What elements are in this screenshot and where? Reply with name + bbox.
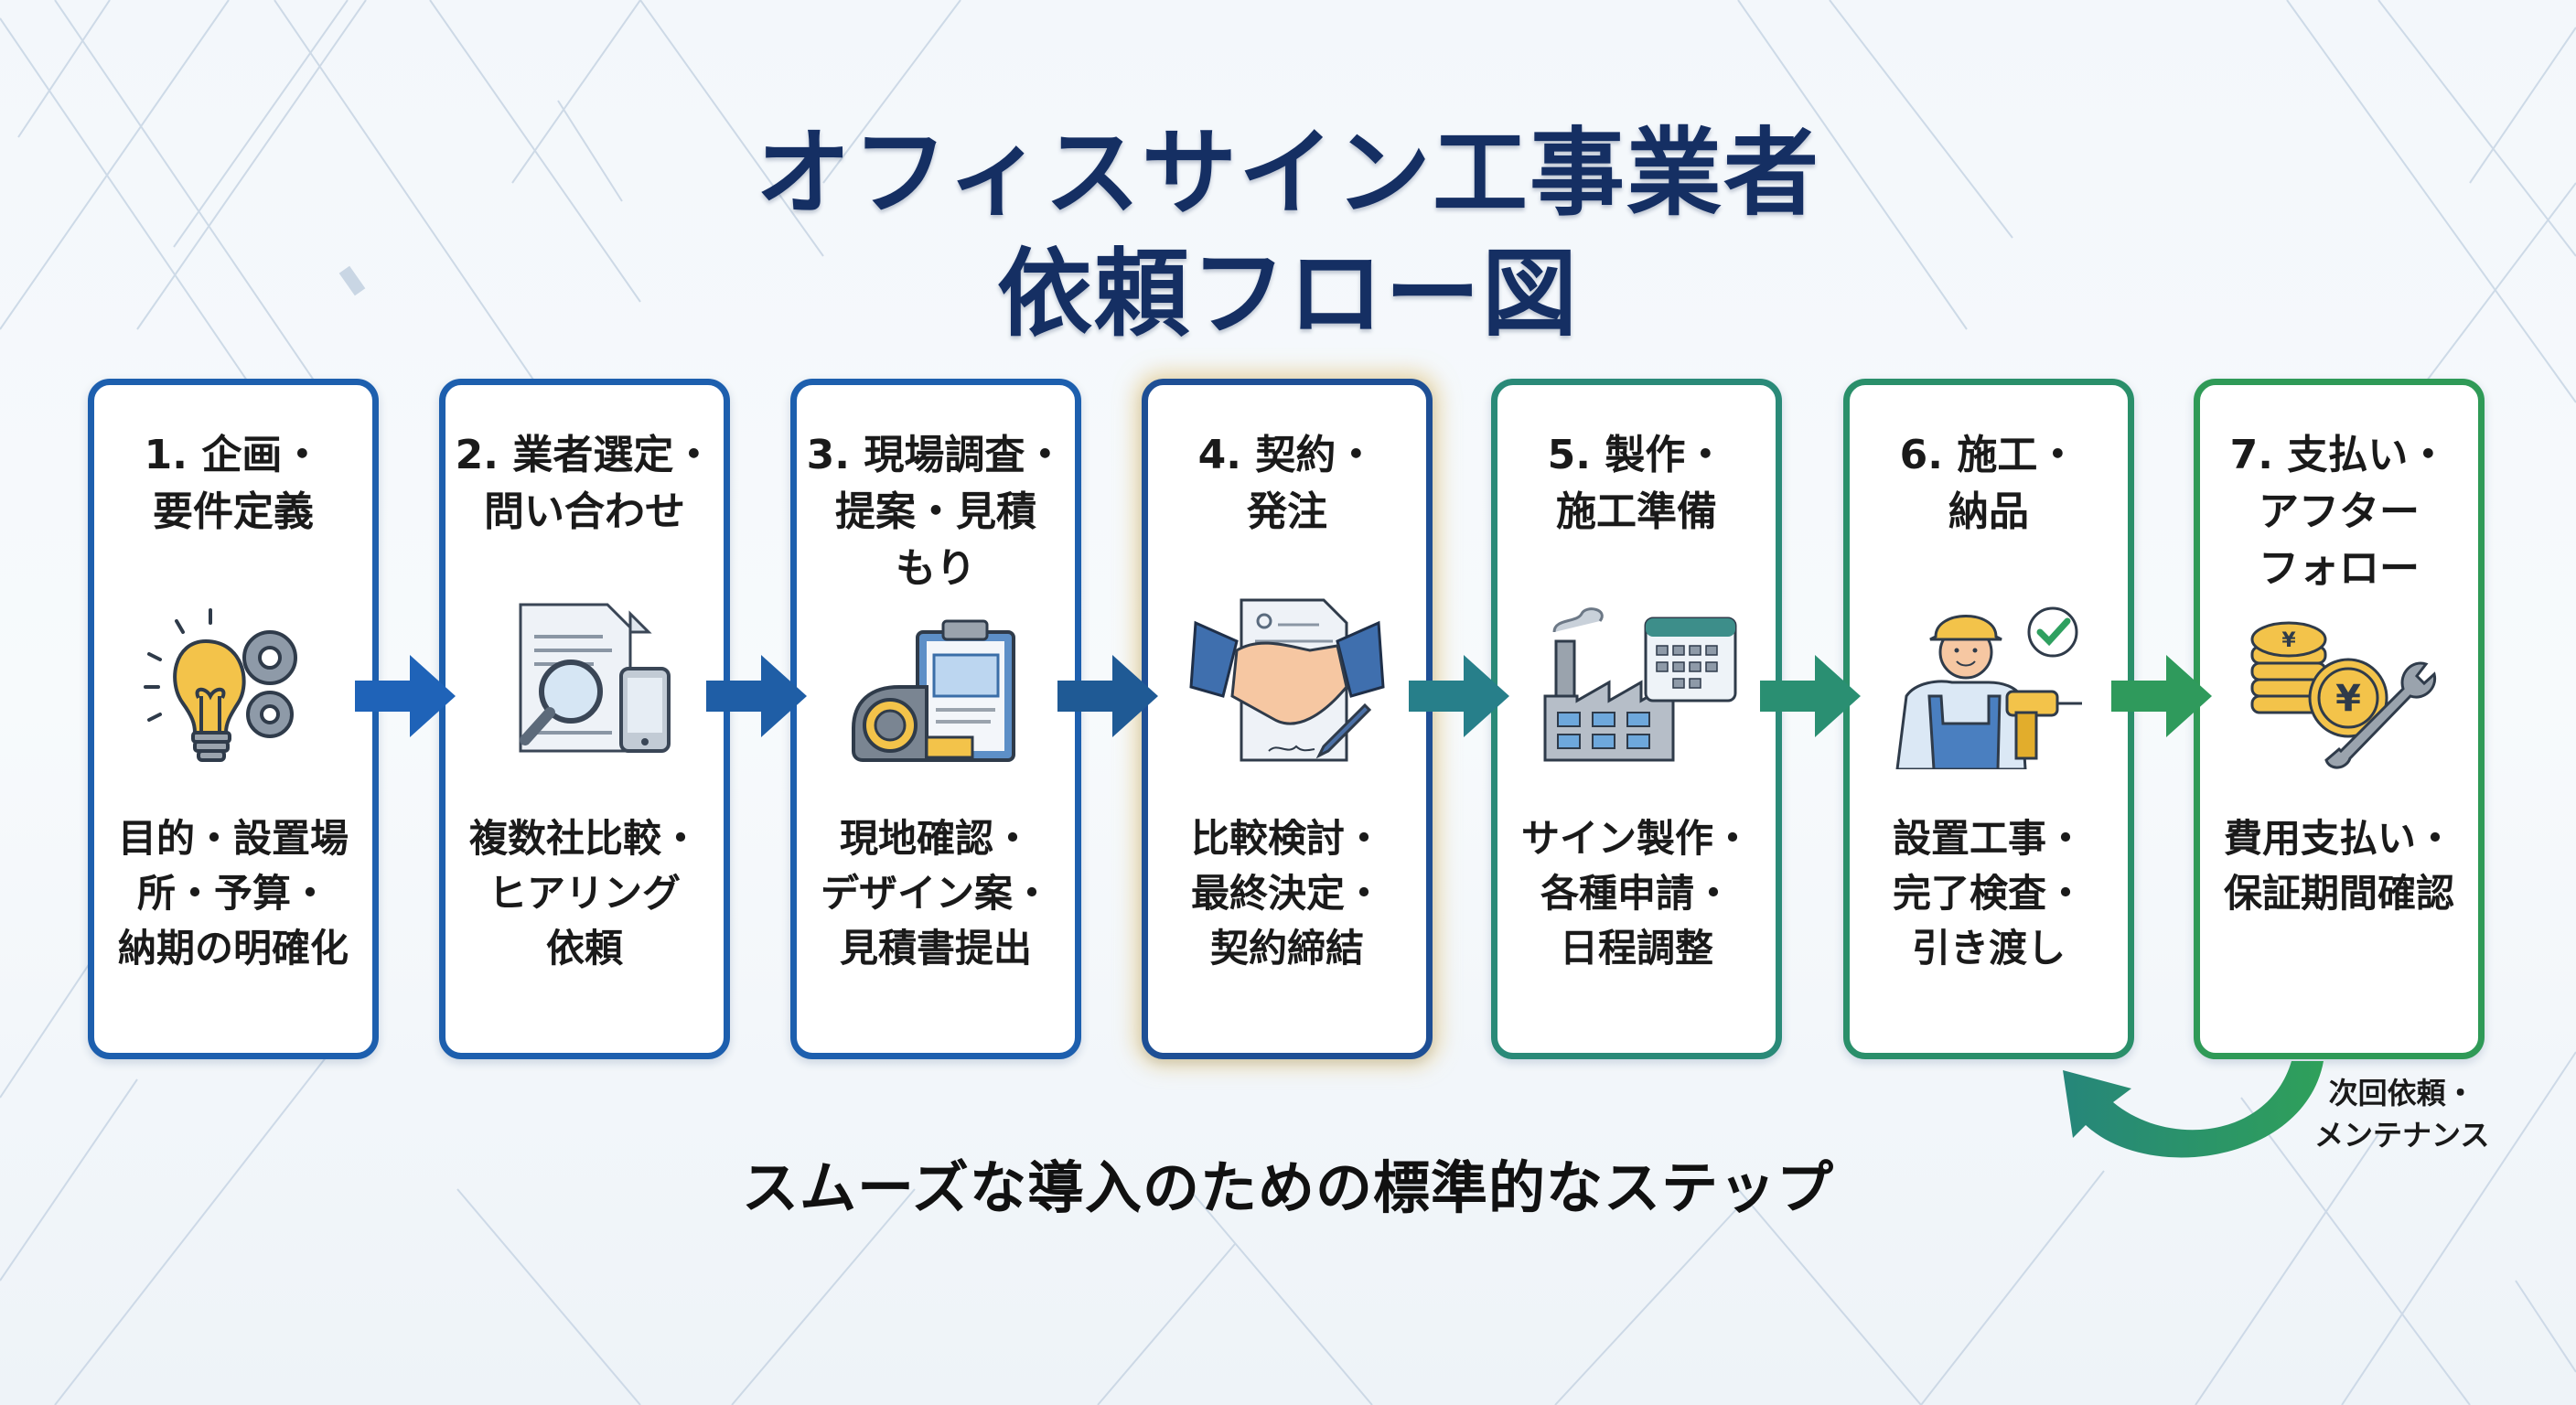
- step-description: サイン製作・ 各種申請・ 日程調整: [1520, 816, 1752, 971]
- step-title: 1. 企画・ 要件定義: [144, 432, 323, 535]
- step-card-4: 4. 契約・ 発注 比較検討・ 最終決定・ 契約締結: [1142, 379, 1433, 1059]
- arrow-right-icon: [2111, 655, 2212, 737]
- step-description: 費用支払い・ 保証期間確認: [2223, 816, 2454, 916]
- handshake-contract-icon: [1189, 598, 1385, 762]
- step-title: 3. 現場調査・ 提案・見積 もり: [806, 432, 1066, 592]
- arrow-right-icon: [1057, 655, 1158, 737]
- arrow-right-icon: [706, 655, 807, 737]
- svg-text:¥: ¥: [2335, 678, 2361, 720]
- worker-drill-check-icon: [1895, 606, 2082, 769]
- loop-label: 次回依頼・ メンテナンス: [2314, 1076, 2490, 1153]
- step-card-5: 5. 製作・ 施工準備 サイン製作・ 各種申請・ 日程調整: [1491, 379, 1782, 1059]
- step-card-1: 1. 企画・ 要件定義 目的・設置場 所・予算・ 納期の明確化: [88, 379, 379, 1059]
- step-title: 2. 業者選定・ 問い合わせ: [455, 432, 714, 535]
- step-title: 4. 契約・ 発注: [1197, 432, 1377, 535]
- step-description: 設置工事・ 完了検査・ 引き渡し: [1892, 816, 2085, 971]
- step-card-6: 6. 施工・ 納品 設置工事・ 完了検査・ 引き渡し: [1843, 379, 2134, 1059]
- subtitle: スムーズな導入のための標準的なステップ: [742, 1154, 1834, 1221]
- step-title: 6. 施工・ 納品: [1899, 432, 2078, 535]
- yen-coins-wrench-icon: ¥ ¥: [2250, 621, 2437, 769]
- step-card-7: 7. 支払い・ アフター フォロー ¥ ¥ 費用支払い・ 保証期間確認: [2194, 379, 2485, 1059]
- loop-back-arrow-icon: [2063, 1061, 2324, 1158]
- lightbulb-gears-icon: [144, 608, 297, 762]
- document-search-phone-icon: [519, 603, 671, 753]
- tape-measure-blueprint-icon: [852, 619, 1015, 762]
- step-card-2: 2. 業者選定・ 問い合わせ 複数社比較・ ヒアリング 依頼: [439, 379, 730, 1059]
- step-description: 複数社比較・ ヒアリング 依頼: [468, 816, 700, 971]
- arrow-right-icon: [1409, 655, 1509, 737]
- step-card-3: 3. 現場調査・ 提案・見積 もり 現地確認・ デザイン案・ 見積書提出: [790, 379, 1081, 1059]
- step-description: 比較検討・ 最終決定・ 契約締結: [1190, 816, 1383, 971]
- factory-calendar-icon: [1543, 607, 1737, 762]
- arrow-right-icon: [1760, 655, 1861, 737]
- step-title: 5. 製作・ 施工準備: [1547, 432, 1726, 535]
- step-description: 目的・設置場 所・予算・ 納期の明確化: [117, 816, 349, 971]
- step-title: 7. 支払い・ アフター フォロー: [2229, 432, 2449, 592]
- step-description: 現地確認・ デザイン案・ 見積書提出: [820, 816, 1051, 971]
- page-title-line1: オフィスサイン工事業者: [756, 117, 1820, 229]
- svg-text:¥: ¥: [2281, 629, 2296, 652]
- page-title-line2: 依頼フロー図: [996, 238, 1579, 349]
- arrow-right-icon: [355, 655, 456, 737]
